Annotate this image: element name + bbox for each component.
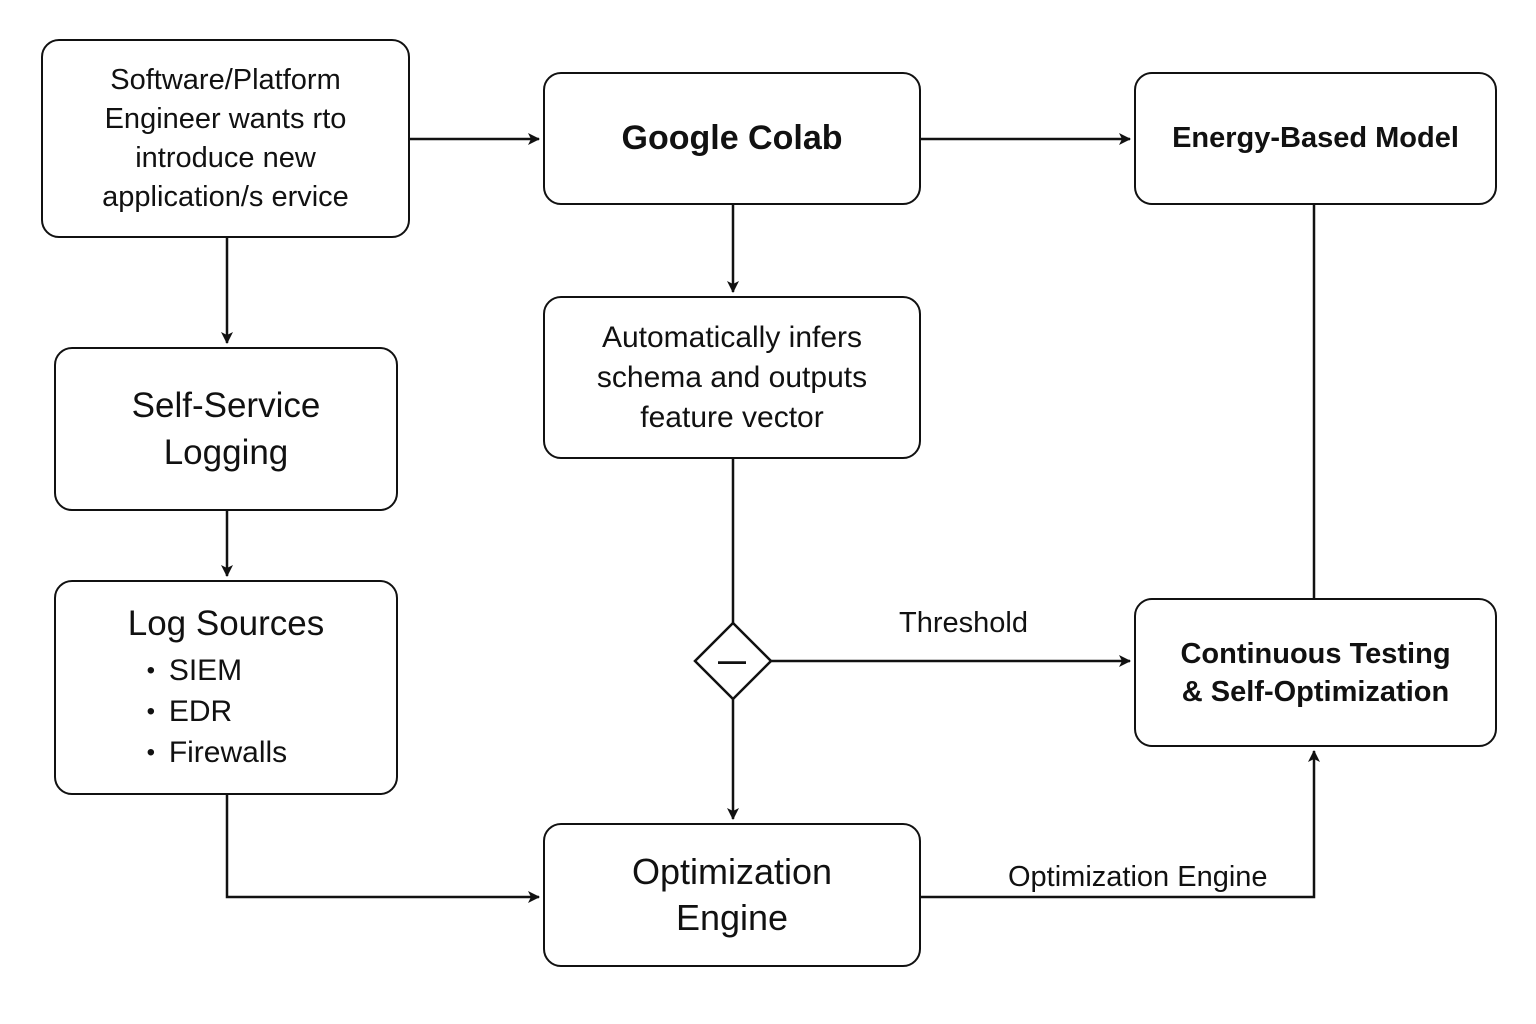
log-source-item: • EDR (147, 691, 287, 732)
engineer-request-node: Software/Platform Engineer wants rto int… (41, 39, 410, 238)
optimization-engine-node: Optimization Engine (543, 823, 921, 967)
engineer-line-4: application/s ervice (102, 180, 349, 213)
testing-line-2: & Self-Optimization (1181, 675, 1450, 708)
log-source-label: EDR (168, 694, 233, 728)
log-sources-node: Log Sources • SIEM • EDR • Firewalls (54, 580, 398, 795)
edge-sources-to-optimization (225, 795, 540, 903)
infer-line-3: feature vector (640, 400, 824, 434)
log-sources-heading: Log Sources (127, 604, 325, 643)
self-service-logging-node: Self-Service Logging (54, 347, 398, 511)
engineer-line-1: Software/Platform (110, 63, 341, 96)
logging-line-2: Logging (163, 433, 289, 472)
log-source-item: • SIEM (147, 650, 287, 691)
energy-based-model-node: Energy-Based Model (1134, 72, 1497, 205)
engineer-line-3: introduce new (135, 141, 316, 174)
testing-line-1: Continuous Testing (1180, 637, 1451, 670)
log-source-label: Firewalls (168, 735, 288, 769)
edge-optimization-to-testing (921, 750, 1320, 899)
optimization-line-2: Engine (675, 897, 789, 938)
google-colab-node: Google Colab (543, 72, 921, 205)
infer-line-2: schema and outputs (596, 360, 868, 394)
bullet-icon: • (146, 656, 156, 684)
threshold-edge-label: Threshold (899, 607, 1028, 639)
engineer-line-2: Engineer wants rto (104, 102, 347, 135)
decision-minus-icon: — (718, 645, 746, 676)
log-source-label: SIEM (168, 653, 243, 687)
bullet-icon: • (146, 738, 156, 766)
log-sources-list: • SIEM • EDR • Firewalls (147, 650, 288, 773)
schema-inference-node: Automatically infers schema and outputs … (543, 296, 921, 459)
google-colab-label: Google Colab (621, 119, 843, 157)
bullet-icon: • (146, 697, 156, 725)
continuous-testing-node: Continuous Testing & Self-Optimization (1134, 598, 1497, 747)
energy-based-model-label: Energy-Based Model (1172, 122, 1459, 154)
optimization-engine-edge-label: Optimization Engine (1008, 861, 1268, 893)
optimization-line-1: Optimization (631, 851, 833, 892)
logging-line-1: Self-Service (131, 386, 321, 425)
infer-line-1: Automatically infers (601, 320, 863, 354)
log-source-item: • Firewalls (147, 732, 288, 773)
decision-diamond (693, 621, 773, 701)
